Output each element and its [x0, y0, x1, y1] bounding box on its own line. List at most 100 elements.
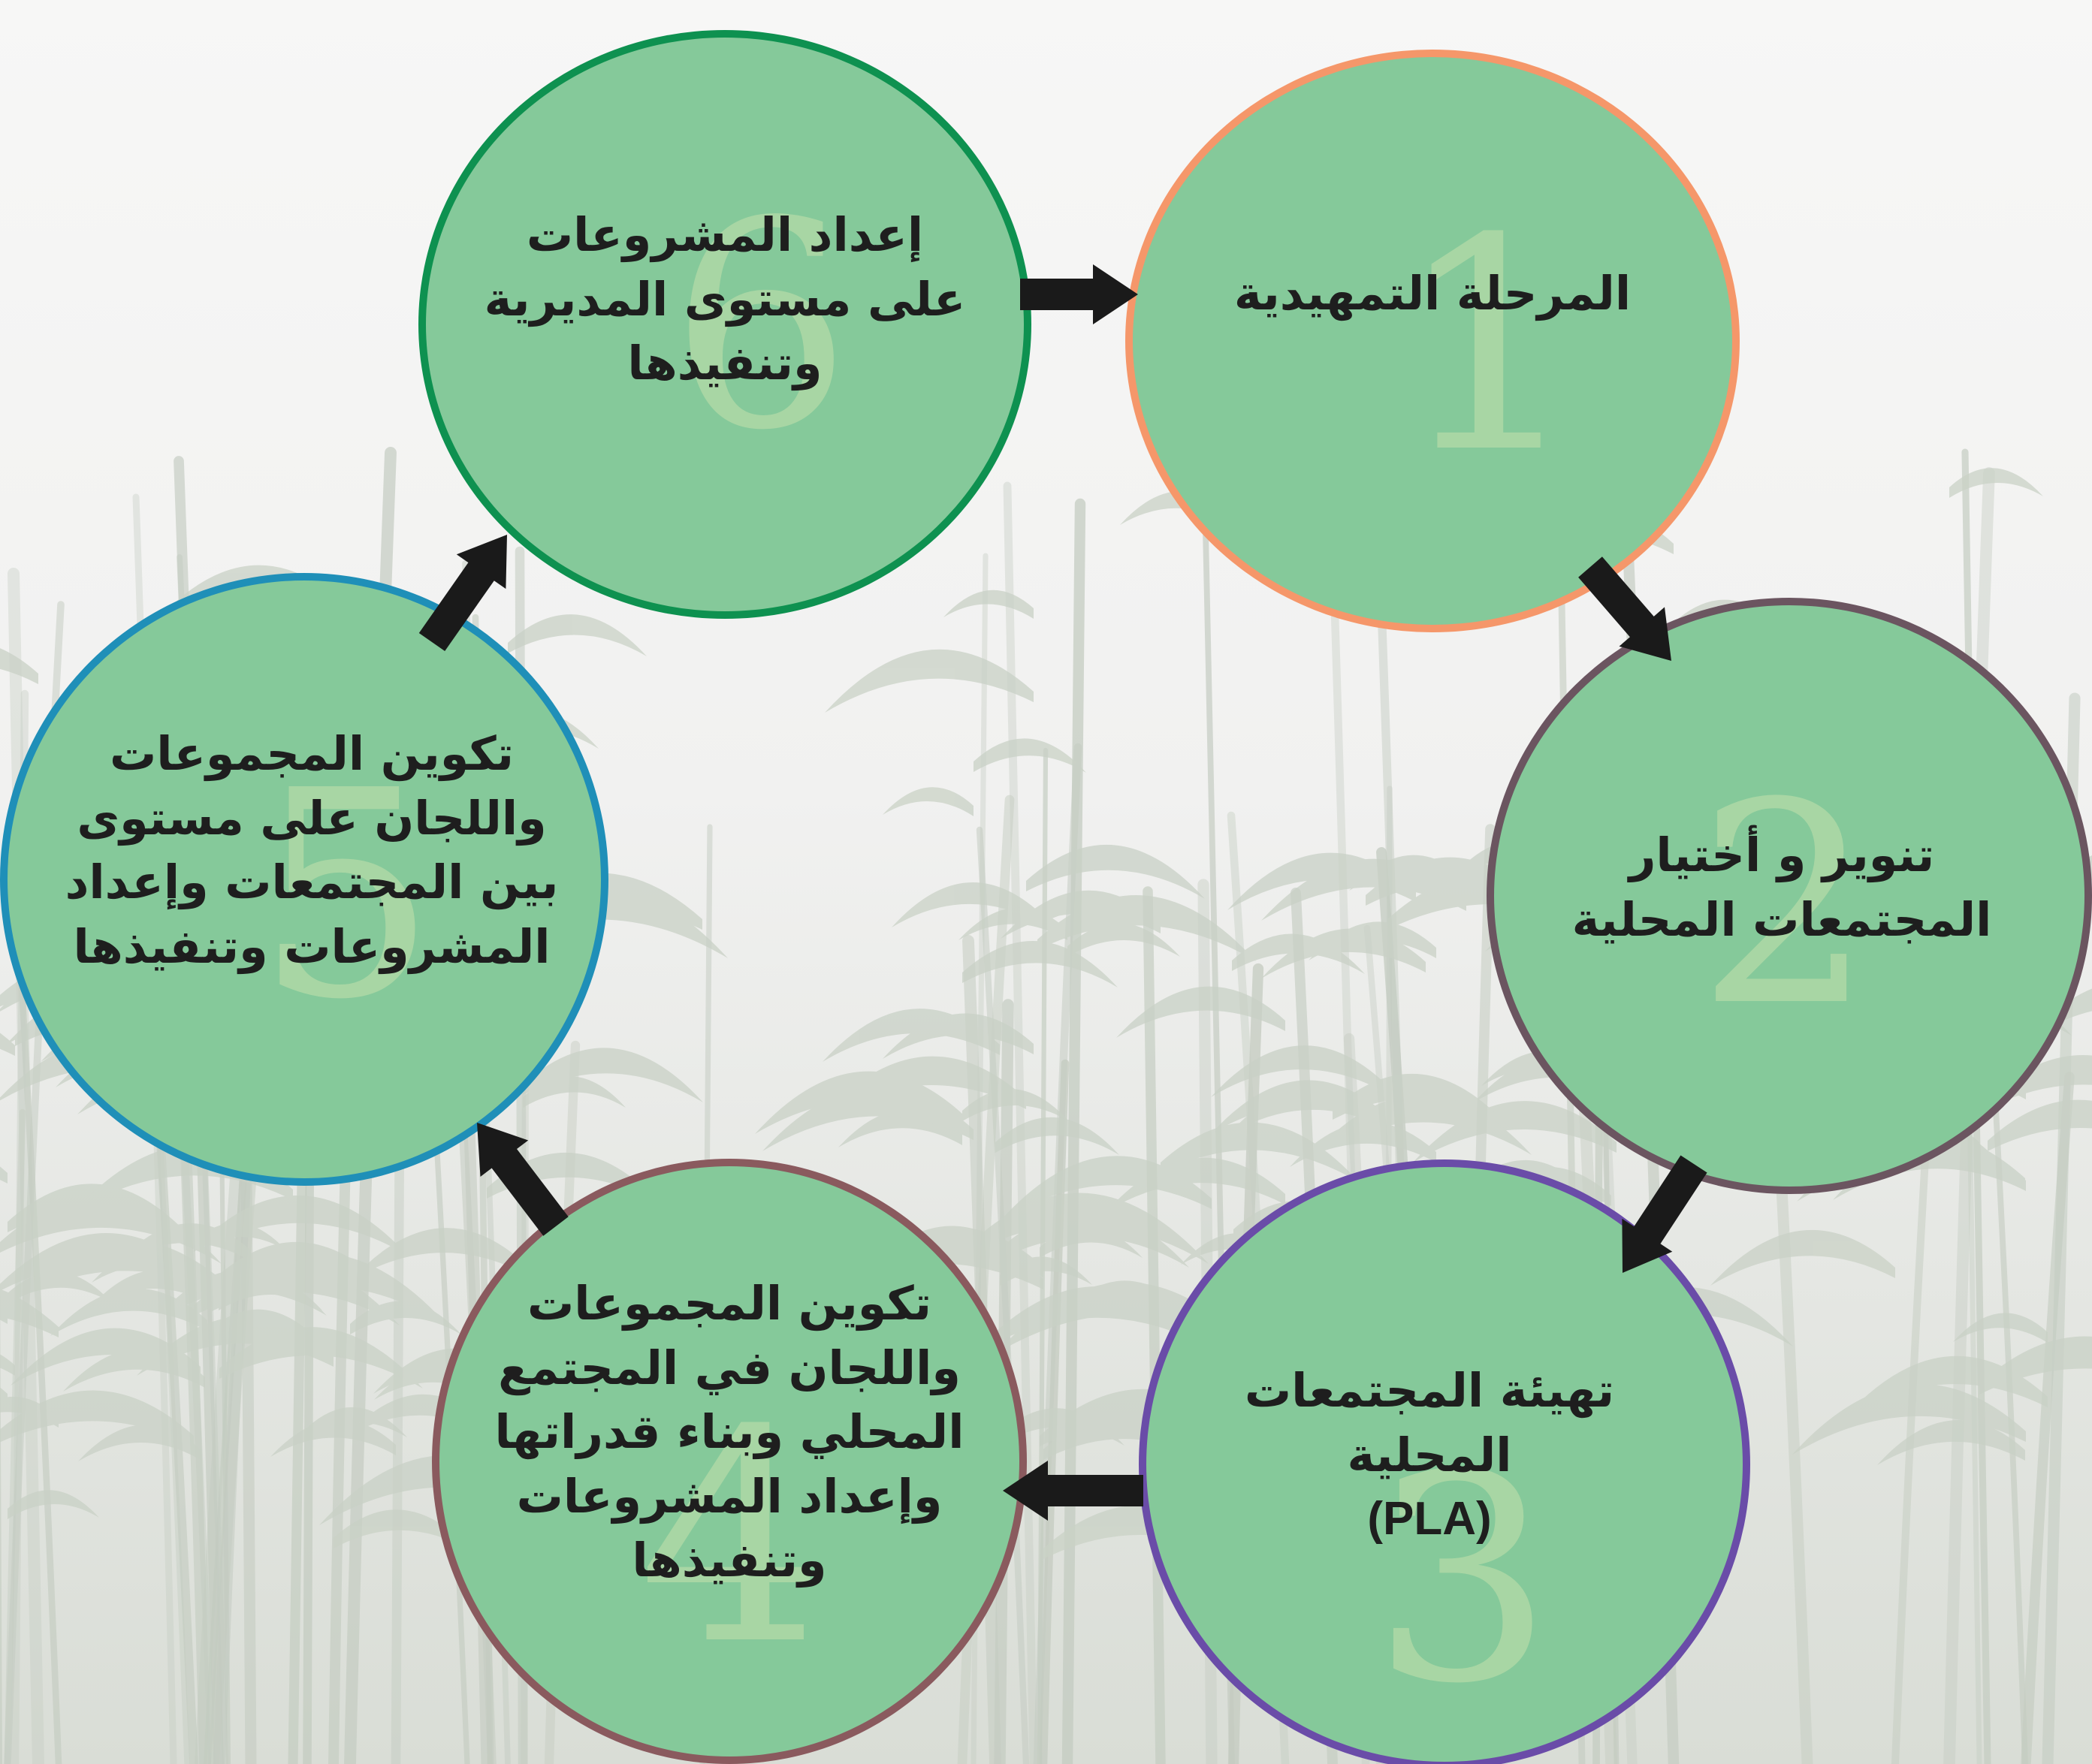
- arrow-icon: [1020, 264, 1138, 324]
- corn-leaf: [92, 1248, 205, 1283]
- stage-6-label-line: على مستوى المديرية: [484, 271, 966, 327]
- stage-4-number: 4: [638, 1367, 826, 1708]
- corn-leaf: [1000, 1408, 1124, 1446]
- corn-leaf: [962, 1089, 1069, 1121]
- corn-leaf: [1674, 599, 1788, 635]
- corn-leaf: [974, 738, 1086, 773]
- corn-leaf: [995, 1117, 1119, 1155]
- corn-leaf: [508, 614, 647, 656]
- corn-leaf: [0, 653, 8, 671]
- corn-leaf: [11, 1328, 201, 1386]
- corn-leaf: [1001, 890, 1161, 939]
- corn-leaf: [307, 1407, 407, 1438]
- corn-leaf: [174, 1269, 327, 1316]
- arrow-icon: [1578, 556, 1671, 661]
- corn-leaf: [1710, 1229, 1895, 1286]
- stage-4-label-line: وتنفيذها: [632, 1533, 827, 1588]
- stage-3-label-line: (PLA): [1367, 1493, 1492, 1545]
- corn-leaf: [8, 1490, 99, 1519]
- corn-leaf: [892, 882, 1040, 927]
- corn-leaf: [1988, 1099, 2092, 1151]
- stage-3-label-line: المحلية: [1347, 1427, 1512, 1482]
- corn-leaf: [523, 1048, 703, 1102]
- corn-leaf: [823, 1009, 1000, 1062]
- corn-leaf: [1387, 873, 1617, 942]
- corn-leaf: [0, 1396, 59, 1428]
- stage-2-label: تنوير و أختيار المجتمعات المحلية: [1494, 823, 2084, 951]
- corn-leaf: [1161, 1122, 1360, 1183]
- corn-leaf: [90, 1270, 214, 1307]
- stage-4-label-line: تكوين المجموعات: [527, 1276, 932, 1331]
- stage-1-circle: 1 المرحلة التمهيدية: [1125, 50, 1740, 632]
- corn-leaf: [0, 1354, 15, 1376]
- corn-leaf: [1261, 858, 1466, 921]
- corn-leaf: [848, 1227, 1043, 1286]
- corn-leaf: [1211, 1045, 1381, 1097]
- stage-5-label: تكوين المجموعات واللجان على مستوى بين ال…: [8, 722, 601, 978]
- stage-6-circle: 6 إعداد المشروعات على مستوى المديرية وتن…: [418, 30, 1031, 619]
- corn-leaf: [1026, 844, 1205, 899]
- corn-leaf: [1413, 1101, 1617, 1162]
- corn-leaf: [1877, 1419, 2025, 1465]
- stage-6-label-line: وتنفيذها: [627, 336, 823, 391]
- corn-leaf: [8, 1184, 193, 1240]
- arrow-icon: [418, 535, 507, 651]
- corn-leaf: [1333, 1094, 1532, 1155]
- corn-leaf: [0, 1390, 194, 1446]
- stage-2-label-line: المجتمعات المحلية: [1571, 891, 1992, 947]
- corn-leaf: [0, 1289, 59, 1337]
- corn-leaf: [1106, 1157, 1285, 1211]
- corn-leaf: [219, 1279, 322, 1310]
- stage-5-label-line: واللجان على مستوى: [77, 790, 547, 846]
- arrow-icon: [477, 1123, 569, 1236]
- corn-leaf: [270, 1419, 396, 1457]
- corn-leaf: [808, 1231, 1043, 1303]
- corn-leaf: [1116, 986, 1285, 1038]
- stage-4-label-line: واللجان في المجتمع: [498, 1340, 961, 1395]
- stage-2-number: 2: [1697, 744, 1874, 1067]
- corn-leaf: [50, 1288, 207, 1336]
- stage-5-label-line: بين المجتمعات وإعداد: [65, 855, 559, 910]
- corn-leaf: [1290, 1122, 1436, 1167]
- corn-leaf: [1844, 1355, 2048, 1418]
- corn-leaf: [487, 1152, 663, 1206]
- corn-leaf: [883, 787, 974, 816]
- corn-leaf: [943, 590, 1034, 619]
- corn-leaf: [0, 1033, 15, 1056]
- stage-6-label-line: إعداد المشروعات: [526, 207, 924, 262]
- corn-leaf: [995, 1286, 1223, 1355]
- corn-leaf: [1309, 921, 1436, 960]
- corn-leaf: [473, 873, 702, 942]
- corn-leaf: [63, 1348, 205, 1392]
- corn-leaf: [0, 1233, 205, 1291]
- corn-leaf: [351, 1228, 524, 1280]
- corn-leaf: [1792, 1383, 2026, 1455]
- stage-5-number: 5: [255, 729, 437, 1062]
- corn-leaf: [212, 1253, 447, 1325]
- corn-leaf: [762, 1087, 974, 1151]
- corn-leaf: [1349, 855, 1466, 891]
- corn-leaf: [205, 1309, 323, 1345]
- corn-leaf: [0, 648, 38, 684]
- stage-5-label-line: تكوين المجموعات: [109, 726, 515, 781]
- stage-4-label: تكوين المجموعات واللجان في المجتمع المحل…: [439, 1271, 1019, 1593]
- corn-leaf: [825, 649, 1034, 713]
- corn-stalk: [8, 568, 44, 1764]
- corn-leaf: [1043, 1505, 1258, 1570]
- stage-2-circle: 2 تنوير و أختيار المجتمعات المحلية: [1487, 598, 2092, 1194]
- stage-5-circle: 5 تكوين المجموعات واللجان على مستوى بين …: [0, 573, 608, 1186]
- corn-leaf: [207, 1195, 408, 1256]
- corn-leaf: [1470, 1166, 1611, 1210]
- corn-leaf: [219, 1327, 423, 1389]
- arrow-icon: [1622, 1155, 1707, 1273]
- corn-leaf: [1333, 1073, 1509, 1127]
- stage-1-label: المرحلة التمهيدية: [1133, 261, 1732, 326]
- stage-2-label-line: تنوير و أختيار: [1629, 828, 1935, 882]
- corn-leaf: [8, 1271, 112, 1304]
- stage-6-label: إعداد المشروعات على مستوى المديرية وتنفي…: [426, 203, 1024, 396]
- corn-leaf: [1232, 933, 1365, 974]
- corn-leaf: [0, 1166, 8, 1184]
- corn-leaf: [523, 1076, 626, 1108]
- corn-leaf: [974, 1193, 1209, 1264]
- corn-leaf: [995, 1282, 1233, 1354]
